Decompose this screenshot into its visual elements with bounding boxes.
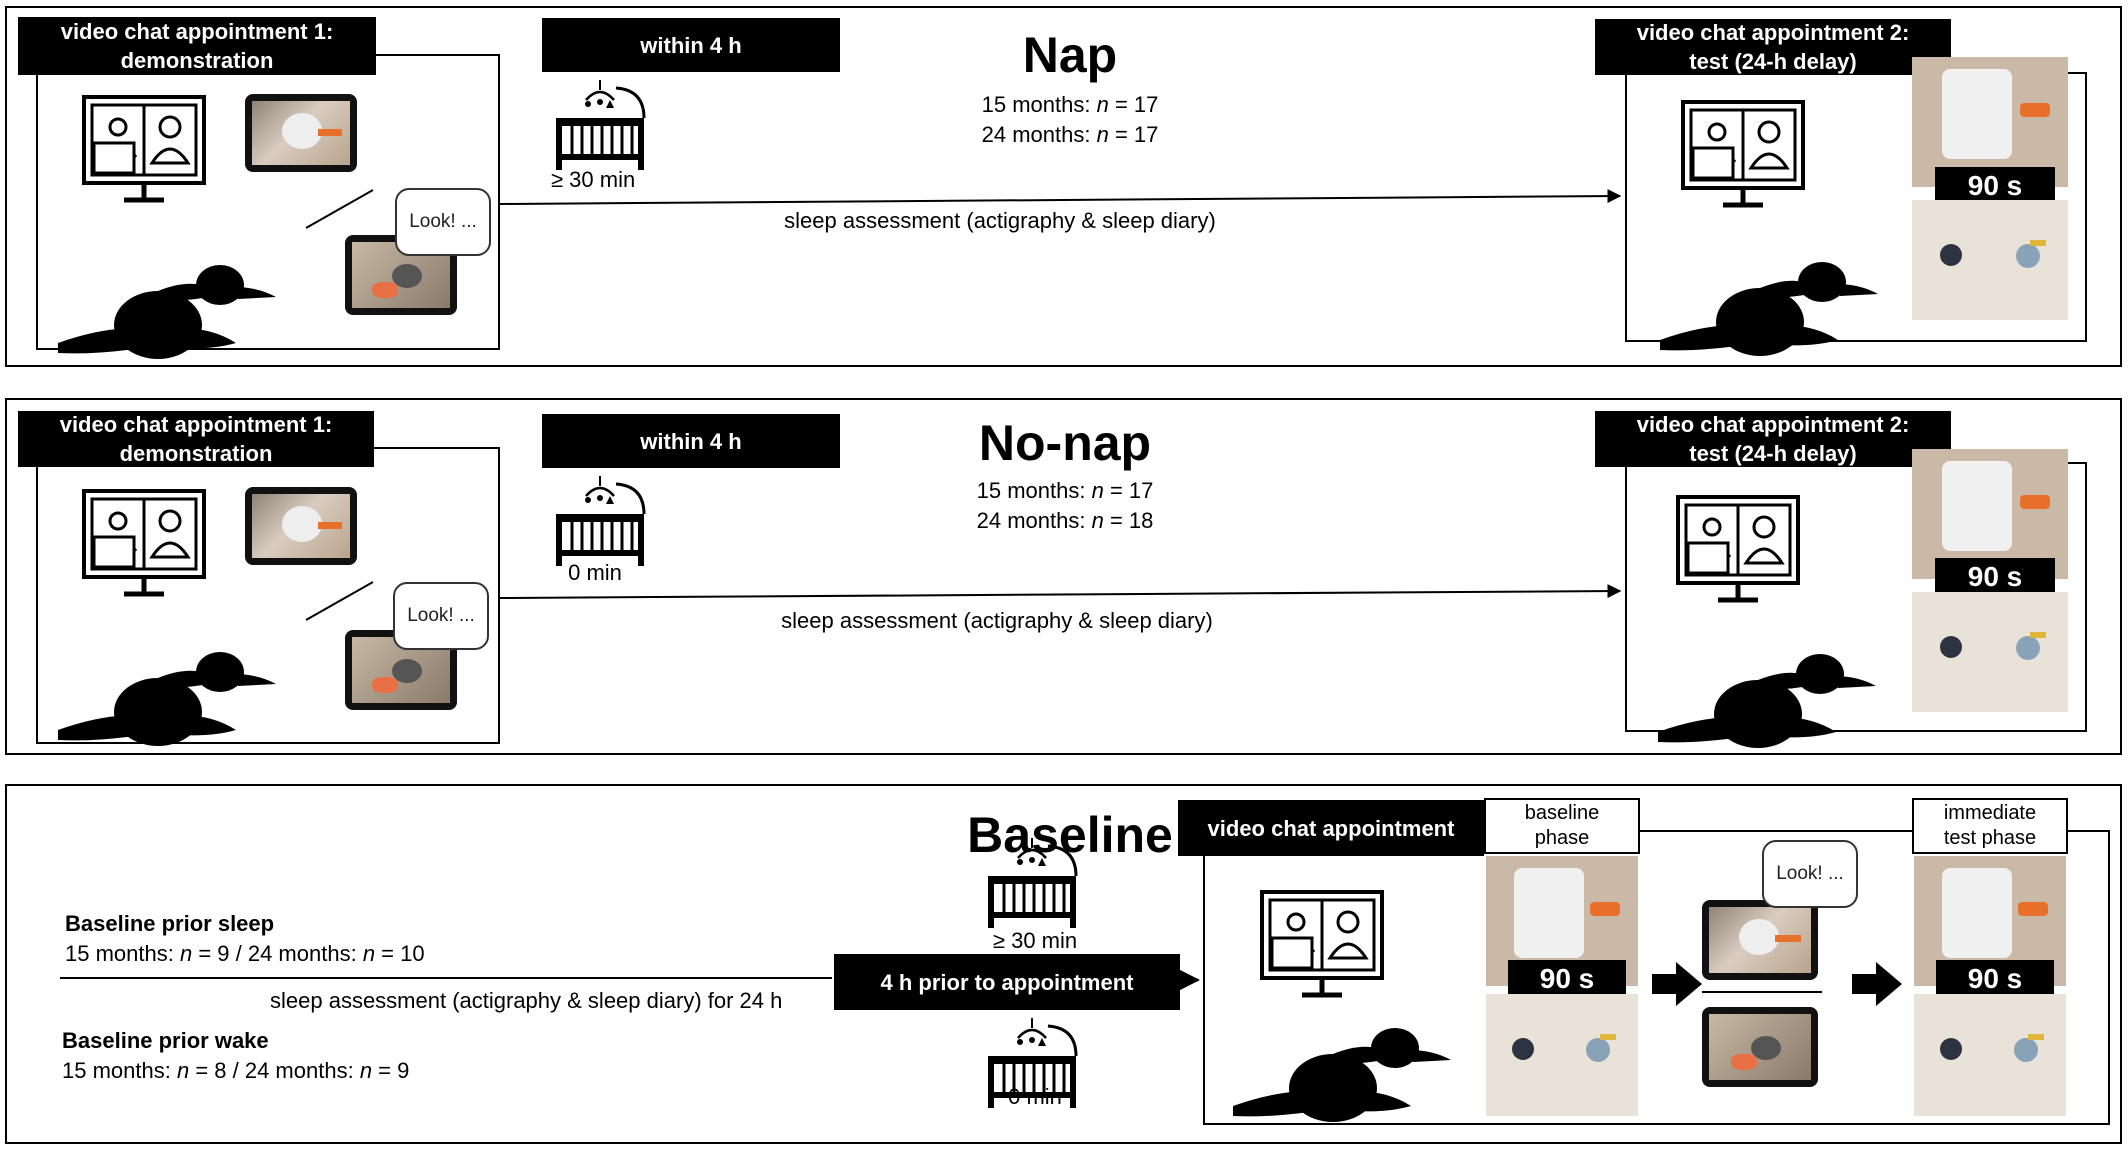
baseline-prior-sleep-groups: 15 months: n = 9 / 24 months: n = 10 bbox=[65, 941, 425, 966]
nap-appointment1-line2: demonstration bbox=[120, 48, 274, 73]
nap-appointment2-label: video chat appointment 2: test (24-h del… bbox=[1595, 19, 1951, 75]
baseline-appointment-text: video chat appointment bbox=[1207, 815, 1455, 841]
nonap-parent-child-icon bbox=[58, 652, 276, 746]
baseline-speech-bubble-icon: Look! ... bbox=[1762, 840, 1858, 908]
nonap-test-time: 90 s bbox=[1935, 558, 2055, 596]
nap-appointment1-line1: video chat appointment 1: bbox=[60, 19, 334, 44]
nap-appointment1-label: video chat appointment 1: demonstration bbox=[18, 17, 376, 75]
nonap-within-text: within 4 h bbox=[640, 428, 742, 454]
nonap-title: No-nap bbox=[978, 415, 1152, 471]
nap-groups-line1: 15 months: n = 17 bbox=[981, 92, 1159, 117]
nonap-sleep-assessment: sleep assessment (actigraphy & sleep dia… bbox=[781, 608, 1213, 633]
baseline-phase-photo-bottom bbox=[1486, 994, 1638, 1116]
baseline-prior-sleep-label: Baseline prior sleep bbox=[65, 911, 275, 936]
immediate-test-photo-bottom bbox=[1914, 994, 2066, 1116]
immediate-line1: immediate bbox=[1943, 802, 2037, 824]
nonap-monitor-videochat-icon bbox=[84, 491, 204, 594]
nap-within-text: within 4 h bbox=[640, 32, 742, 58]
baseline-parent-child-icon bbox=[1233, 1028, 1451, 1122]
nonap-appointment1-line1: video chat appointment 1: bbox=[59, 412, 333, 437]
nonap-speech-bubble-icon: Look! ... bbox=[393, 582, 489, 650]
nap-appointment2-line1: video chat appointment 2: bbox=[1636, 20, 1910, 45]
nap-sleep-assessment: sleep assessment (actigraphy & sleep dia… bbox=[784, 208, 1216, 233]
baseline-phase-line1: baseline bbox=[1524, 802, 1600, 824]
nonap-test-photo-top bbox=[1912, 449, 2068, 579]
nonap-within-label: within 4 h bbox=[542, 414, 840, 468]
baseline-tablet-icon-bottom bbox=[1702, 1007, 1818, 1087]
nap-appointment2-line2: test (24-h delay) bbox=[1689, 49, 1857, 74]
nap-groups-line2: 24 months: n = 17 bbox=[981, 122, 1159, 147]
nap-test-time: 90 s bbox=[1935, 167, 2055, 205]
baseline-prior-window-label: 4 h prior to appointment bbox=[834, 954, 1180, 1010]
nonap-appointment2-line1: video chat appointment 2: bbox=[1636, 412, 1910, 437]
nap-test-monitor-icon bbox=[1683, 102, 1803, 205]
nap-speech-bubble-icon: Look! ... bbox=[395, 188, 491, 256]
nap-test-parent-child-icon bbox=[1660, 262, 1878, 356]
baseline-sleep-crib-icon bbox=[986, 836, 1078, 930]
baseline-monitor-videochat-icon bbox=[1262, 892, 1382, 995]
baseline-prior-wake-label: Baseline prior wake bbox=[62, 1028, 269, 1053]
baseline-arrow-right-icon-2 bbox=[1852, 962, 1902, 1006]
baseline-prior-window-text: 4 h prior to appointment bbox=[880, 969, 1134, 995]
immediate-test-time: 90 s bbox=[1936, 960, 2054, 998]
baseline-sleep-duration: ≥ 30 min bbox=[992, 928, 1078, 953]
nonap-test-parent-child-icon bbox=[1658, 654, 1876, 748]
immediate-test-tab: immediate test phase bbox=[1912, 798, 2068, 854]
nonap-groups-line1: 15 months: n = 17 bbox=[976, 478, 1154, 503]
nonap-crib-mobile-icon bbox=[554, 474, 646, 568]
nonap-appointment2-line2: test (24-h delay) bbox=[1689, 441, 1857, 466]
nap-parent-child-icon bbox=[58, 265, 276, 359]
baseline-tablet-icon-top bbox=[1702, 900, 1818, 980]
baseline-arrow-right-icon-1 bbox=[1652, 962, 1702, 1006]
immediate-line2: test phase bbox=[1943, 827, 2037, 849]
nonap-test-photo-bottom bbox=[1912, 592, 2068, 712]
nonap-duration: 0 min bbox=[568, 560, 622, 585]
nonap-tablet-icon-top bbox=[245, 487, 357, 565]
nonap-appointment1-label: video chat appointment 1: demonstration bbox=[18, 411, 374, 467]
nonap-appointment2-label: video chat appointment 2: test (24-h del… bbox=[1595, 411, 1951, 467]
nonap-appointment1-line2: demonstration bbox=[119, 441, 273, 466]
nonap-test-monitor-icon bbox=[1678, 497, 1798, 600]
nap-within-label: within 4 h bbox=[542, 18, 840, 72]
nap-duration: ≥ 30 min bbox=[551, 167, 636, 192]
baseline-phase-time: 90 s bbox=[1508, 960, 1626, 998]
nap-test-photo-top bbox=[1912, 57, 2068, 187]
nap-tablet-icon-top bbox=[245, 94, 357, 172]
nap-test-photo-bottom bbox=[1912, 200, 2068, 320]
nap-monitor-videochat-icon bbox=[84, 97, 204, 200]
baseline-sleep-assessment: sleep assessment (actigraphy & sleep dia… bbox=[270, 988, 783, 1013]
nap-crib-mobile-icon bbox=[554, 78, 646, 172]
baseline-phase-tab: baseline phase bbox=[1484, 798, 1640, 854]
baseline-appointment-label: video chat appointment bbox=[1178, 800, 1484, 856]
baseline-prior-wake-groups: 15 months: n = 8 / 24 months: n = 9 bbox=[62, 1058, 410, 1083]
nonap-groups-line2: 24 months: n = 18 bbox=[976, 508, 1154, 533]
baseline-wake-crib-icon bbox=[986, 1016, 1078, 1110]
nap-title: Nap bbox=[1022, 27, 1118, 83]
baseline-phase-line2: phase bbox=[1534, 827, 1590, 849]
